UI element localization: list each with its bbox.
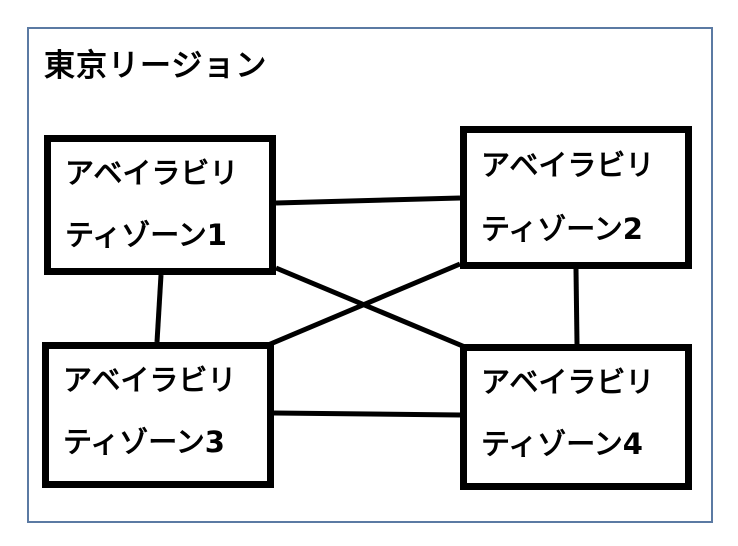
zone-label-line1: アベイラビリ bbox=[65, 156, 239, 190]
zone-label-line2: ティゾーン3 bbox=[63, 425, 225, 459]
zone-label-line1: アベイラビリ bbox=[481, 365, 655, 399]
availability-zone-2: アベイラビリ ティゾーン2 bbox=[460, 126, 692, 269]
zone-label-line2: ティゾーン1 bbox=[65, 218, 227, 252]
zone-label-line2: ティゾーン2 bbox=[481, 212, 643, 246]
link-az3-az4 bbox=[273, 410, 461, 418]
zone-label-line2: ティゾーン4 bbox=[481, 427, 643, 461]
link-az1-az4 bbox=[275, 265, 466, 350]
region-title: 東京リージョン bbox=[44, 48, 268, 84]
link-az2-az3 bbox=[267, 261, 461, 348]
link-az1-az3 bbox=[154, 274, 164, 343]
availability-zone-1: アベイラビリ ティゾーン1 bbox=[44, 135, 276, 275]
zone-label-line1: アベイラビリ bbox=[63, 363, 237, 397]
link-az1-az2 bbox=[275, 195, 461, 206]
region-boundary bbox=[27, 27, 713, 523]
availability-zone-3: アベイラビリ ティゾーン3 bbox=[42, 342, 274, 488]
zone-label-line1: アベイラビリ bbox=[481, 148, 655, 182]
link-az2-az4 bbox=[573, 268, 580, 345]
availability-zone-4: アベイラビリ ティゾーン4 bbox=[460, 344, 692, 490]
